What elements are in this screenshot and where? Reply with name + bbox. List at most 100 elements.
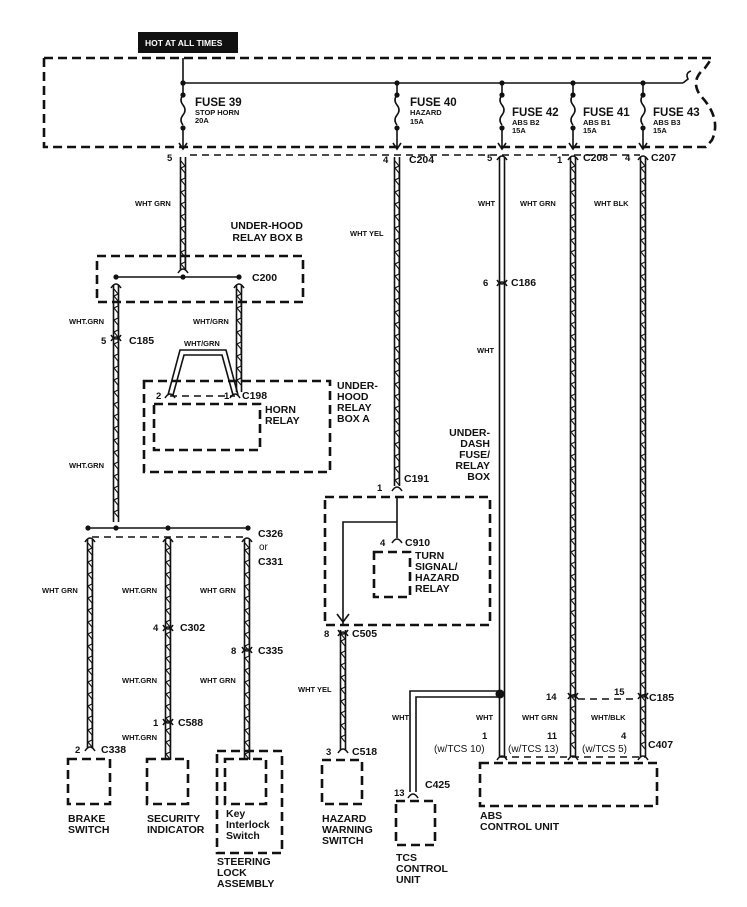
wire-stripe — [180, 160, 186, 270]
pin: 6 — [483, 278, 488, 289]
svg-text:SWITCH: SWITCH — [322, 835, 363, 847]
wire-color: WHT YEL — [298, 685, 332, 694]
fuse-lead — [392, 128, 402, 151]
fuse-icon — [640, 94, 646, 126]
svg-text:LOCK: LOCK — [217, 867, 247, 879]
svg-text:STEERING: STEERING — [217, 856, 271, 868]
terminal-icon — [407, 793, 419, 799]
pin: 8 — [324, 629, 329, 640]
svg-text:C204: C204 — [409, 154, 434, 166]
c198-label: C198 — [242, 390, 267, 402]
fuse-icon — [570, 94, 576, 126]
terminal-icon — [567, 155, 579, 161]
svg-text:20A: 20A — [195, 116, 209, 125]
svg-text:5: 5 — [487, 153, 493, 164]
svg-text:or: or — [259, 542, 269, 553]
wire-color: WHT GRN — [522, 713, 558, 722]
pin: 4 — [621, 731, 627, 742]
svg-text:WHT YEL: WHT YEL — [350, 229, 384, 238]
security-indicator — [145, 757, 190, 806]
c505-label: C505 — [352, 628, 377, 640]
svg-text:TCS: TCS — [396, 852, 417, 864]
svg-text:UNIT: UNIT — [396, 874, 421, 886]
svg-text:HAZARD: HAZARD — [410, 108, 442, 117]
svg-text:Switch: Switch — [226, 830, 260, 842]
svg-text:C331: C331 — [258, 556, 283, 568]
svg-text:4: 4 — [625, 153, 631, 164]
underdash-fuse-box-outline — [42, 56, 717, 149]
wire-stripe — [640, 160, 646, 750]
pin: 11 — [547, 731, 558, 742]
svg-text:UNDER-: UNDER- — [337, 380, 378, 392]
svg-text:WHT.GRN: WHT.GRN — [122, 733, 157, 742]
key-interlock-switch — [223, 757, 268, 806]
pin: 14 — [546, 692, 557, 703]
hazard-internal-wire — [342, 521, 397, 625]
svg-text:CONTROL: CONTROL — [396, 863, 448, 875]
pin: 15 — [614, 687, 625, 698]
svg-text:FUSE 39: FUSE 39 — [195, 97, 242, 109]
pin: 13 — [394, 788, 405, 799]
svg-text:C207: C207 — [651, 152, 676, 164]
c191-label: C191 — [404, 473, 429, 485]
tcs-control-unit-label: TCS CONTROL UNIT — [396, 852, 448, 886]
c185-label: C185 — [649, 692, 674, 704]
tcs-pin-note: (w/TCS 10) — [434, 744, 485, 755]
svg-text:INDICATOR: INDICATOR — [147, 824, 205, 836]
connector-icon — [637, 692, 649, 700]
svg-text:FUSE 40: FUSE 40 — [410, 97, 457, 109]
svg-text:SIGNAL/: SIGNAL/ — [415, 561, 458, 573]
fuse-icon — [499, 94, 505, 126]
svg-text:Interlock: Interlock — [226, 819, 270, 831]
hot-at-all-times-label: HOT AT ALL TIMES — [145, 38, 223, 48]
svg-text:C208: C208 — [583, 152, 608, 164]
svg-text:ABS B2: ABS B2 — [512, 118, 540, 127]
wire-stripe — [165, 542, 171, 760]
wire-stripe — [236, 288, 242, 386]
terminal-icon — [637, 155, 649, 161]
svg-text:WHT.GRN: WHT.GRN — [122, 586, 157, 595]
svg-text:WHT GRN: WHT GRN — [135, 199, 171, 208]
terminal-icon — [233, 283, 245, 289]
c407-label: C407 — [648, 739, 673, 751]
wire-stripe — [87, 542, 93, 748]
svg-text:RELAY: RELAY — [337, 402, 372, 414]
tcs-pin-note: (w/TCS 5) — [582, 744, 627, 755]
terminal-icon — [337, 748, 349, 754]
wire-color: WHT — [477, 346, 494, 355]
connector-icon — [241, 646, 253, 654]
svg-text:STOP HORN: STOP HORN — [195, 108, 239, 117]
pin: 1 — [153, 718, 159, 729]
c186-label: C186 — [511, 277, 536, 289]
svg-text:WHT GRN: WHT GRN — [42, 586, 78, 595]
hazard-warning-switch — [320, 758, 364, 806]
wire-stripe — [570, 160, 576, 750]
wire-stripe — [394, 160, 400, 486]
svg-text:CONTROL UNIT: CONTROL UNIT — [480, 821, 560, 833]
svg-text:DASH: DASH — [460, 438, 490, 450]
brake-switch-label: BRAKE SWITCH — [68, 813, 109, 836]
relay-box-a-label: UNDER- HOOD RELAY BOX A — [337, 380, 378, 425]
horn-relay-wire — [167, 349, 239, 396]
tcs-wire — [409, 690, 500, 792]
tcs-pin-note: (w/TCS 13) — [508, 744, 559, 755]
pin: 1 — [224, 391, 230, 402]
svg-text:HAZARD: HAZARD — [322, 813, 367, 825]
c335-label: C335 — [258, 645, 283, 657]
wire-color: WHT — [392, 713, 409, 722]
connector-icon — [496, 279, 508, 287]
bus-continuation-icon — [682, 70, 692, 84]
svg-text:ABS B1: ABS B1 — [583, 118, 611, 127]
abs-control-unit-label: ABS CONTROL UNIT — [480, 810, 560, 833]
svg-text:C326: C326 — [258, 528, 283, 540]
pin: 2 — [75, 745, 80, 756]
pin: 5 — [101, 336, 107, 347]
svg-text:SECURITY: SECURITY — [147, 813, 200, 825]
terminal-icon — [567, 755, 579, 761]
svg-text:WHT GRN: WHT GRN — [200, 586, 236, 595]
fuse-lead — [568, 128, 578, 151]
steering-lock-assembly-label: STEERING LOCK ASSEMBLY — [217, 856, 274, 890]
terminal-icon — [84, 537, 96, 543]
c185-label: C185 — [129, 335, 154, 347]
